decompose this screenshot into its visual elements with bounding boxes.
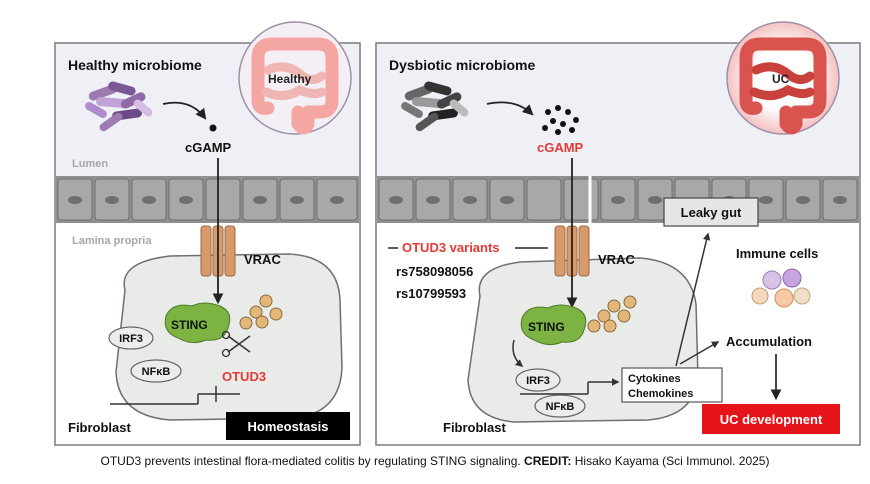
healthy-bacteria-icon	[85, 81, 153, 132]
right-ubiquitin-chain-icon	[587, 295, 637, 333]
left-sting-protein	[164, 302, 231, 344]
lamina-propria-label: Lamina propria	[72, 235, 152, 247]
uc-development-label: UC development	[720, 412, 823, 427]
left-otud3-label: OTUD3	[222, 369, 266, 384]
cytokines-label: Cytokines	[628, 373, 681, 385]
chemokines-label: Chemokines	[628, 388, 693, 400]
bacteria-to-cgamp-arrow	[162, 101, 207, 120]
right-irf3-label: IRF3	[526, 375, 550, 387]
caption-credit-label: CREDIT:	[524, 454, 572, 468]
epithelium-right	[377, 176, 859, 223]
sting-to-irf3-arrow	[512, 339, 524, 367]
leaky-gut-box	[663, 197, 759, 227]
left-fibroblast-label: Fibroblast	[68, 420, 132, 435]
transcription-arrow	[520, 378, 620, 395]
right-cgamp-label: cGAMP	[537, 140, 584, 155]
homeostasis-label: Homeostasis	[248, 419, 329, 434]
right-sting-label: STING	[528, 320, 565, 334]
lumen-label: Lumen	[72, 158, 108, 170]
left-irf3-pill	[108, 326, 154, 350]
right-fibroblast-label: Fibroblast	[443, 420, 507, 435]
cytokines-to-accumulation-arrow	[679, 341, 720, 365]
cgamp-cluster	[542, 105, 579, 135]
cytokines-box	[621, 367, 723, 403]
accumulation-label: Accumulation	[726, 334, 812, 349]
right-vrac-label: VRAC	[598, 252, 635, 267]
cytokines-to-leaky-arrow	[675, 232, 711, 367]
left-scissors-icon	[221, 330, 251, 358]
right-panel: Dysbiotic microbiome cGAMP	[375, 21, 861, 446]
variant-2: rs10799593	[396, 286, 466, 301]
left-nfkb-pill	[130, 359, 182, 383]
figure-caption: OTUD3 prevents intestinal flora-mediated…	[0, 454, 870, 468]
left-inhibition-bar	[110, 386, 240, 405]
left-vrac-label: VRAC	[244, 252, 281, 267]
dysbiotic-bacteria-icon	[401, 81, 469, 132]
uc-colon-badge: UC	[726, 21, 840, 135]
left-irf3-label: IRF3	[119, 333, 143, 345]
left-sting-label: STING	[171, 318, 208, 332]
caption-text: OTUD3 prevents intestinal flora-mediated…	[100, 454, 521, 468]
right-nfkb-pill	[534, 394, 586, 418]
homeostasis-box	[226, 412, 350, 440]
left-nfkb-label: NFκB	[142, 366, 171, 378]
uc-badge-label: UC	[772, 72, 790, 86]
caption-credit: Hisako Kayama (Sci Immunol. 2025)	[574, 454, 770, 468]
healthy-badge-label: Healthy	[268, 72, 312, 86]
left-cgamp-label: cGAMP	[185, 140, 232, 155]
uc-development-box	[702, 404, 840, 434]
leaky-gut-label: Leaky gut	[681, 205, 742, 220]
left-title: Healthy microbiome	[68, 57, 202, 73]
right-title: Dysbiotic microbiome	[389, 57, 535, 73]
right-sting-protein	[520, 304, 587, 346]
left-ubiquitin-chain-icon	[239, 294, 283, 330]
variants-title: OTUD3 variants	[402, 240, 500, 255]
cgamp-dot	[209, 124, 217, 132]
epithelium-left	[56, 176, 359, 223]
right-nfkb-label: NFκB	[546, 401, 575, 413]
immune-cells-label: Immune cells	[736, 246, 818, 261]
left-panel: Healthy microbiome cGAMP Healthy Lumen L…	[54, 21, 361, 446]
dysbiotic-to-cgamp-arrow	[486, 101, 534, 116]
right-irf3-pill	[515, 368, 561, 392]
healthy-colon-badge: Healthy	[238, 21, 352, 135]
variant-1: rs758098056	[396, 264, 473, 279]
immune-cells-icon	[751, 268, 811, 308]
